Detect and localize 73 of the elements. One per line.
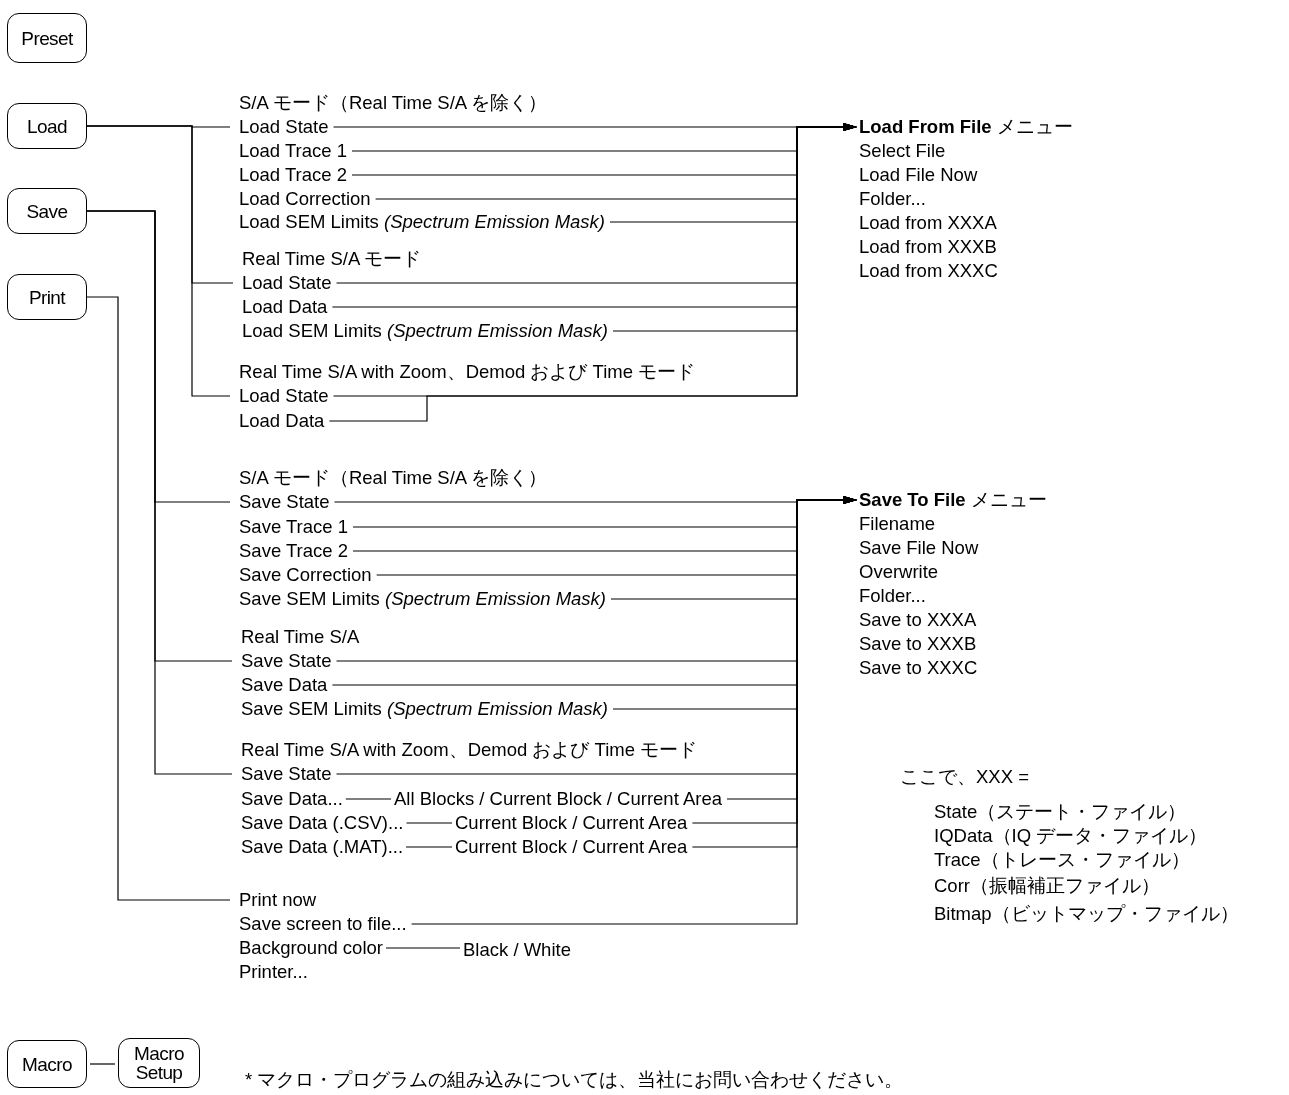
key-button: Macro Setup: [118, 1038, 200, 1088]
text-label: S/A モード（Real Time S/A を除く）: [239, 92, 548, 114]
menu-item: Load Correction: [239, 188, 371, 210]
text-label: Real Time S/A: [241, 626, 360, 648]
connector: [405, 822, 453, 824]
key-button: Save: [7, 188, 87, 234]
menu-item: Load State: [242, 272, 332, 294]
menu-item: Save Data: [241, 674, 328, 696]
menu-item: Save State: [239, 491, 330, 513]
menu-item: Black / White: [463, 939, 571, 961]
menu-item: Load Trace 1: [239, 140, 347, 162]
key-button: Print: [7, 274, 87, 320]
menu-item: Save to XXXB: [859, 632, 978, 656]
text-label: Bitmap（ビットマップ・ファイル）: [934, 903, 1239, 925]
menu-item: Select File: [859, 139, 947, 163]
menu-item: Save Trace 1: [239, 516, 348, 538]
menu-item: Save SEM Limits (Spectrum Emission Mask): [239, 588, 606, 610]
footnote: * マクロ・プログラムの組み込みについては、当社にお問い合わせください。: [245, 1069, 904, 1091]
menu-item: Load SEM Limits (Spectrum Emission Mask): [239, 211, 605, 233]
connector: [86, 125, 231, 397]
menu-item: Load from XXXA: [859, 211, 998, 235]
text-label: State（ステート・ファイル）: [934, 801, 1187, 823]
menu-item: Save Data (.CSV)...: [241, 812, 404, 834]
menu-item: Save Trace 2: [239, 540, 348, 562]
menu-item: Load Data: [239, 410, 325, 432]
menu-item: Save Correction: [239, 564, 372, 586]
menu-item: Load Data: [242, 296, 328, 318]
connector: [405, 846, 453, 848]
menu-item: Current Block / Current Area: [455, 812, 688, 834]
menu-item: Load SEM Limits (Spectrum Emission Mask): [242, 320, 608, 342]
menu-item: Load File Now: [859, 163, 979, 187]
connector: [345, 798, 392, 800]
menu-item: Folder...: [859, 187, 927, 211]
menu-item: Save to XXXC: [859, 656, 979, 680]
menu-item: Save File Now: [859, 536, 980, 560]
menu-item: Save State: [241, 650, 332, 672]
menu-item: Load State: [239, 385, 329, 407]
arrow: [411, 496, 857, 925]
text-label: ここで、XXX =: [900, 766, 1029, 788]
connector: [385, 947, 461, 949]
menu-item: Load State: [239, 116, 329, 138]
menu-item: Load from XXXC: [859, 259, 999, 283]
connector: [89, 1063, 116, 1065]
menu-item: Current Block / Current Area: [455, 836, 688, 858]
menu-item: Overwrite: [859, 560, 940, 584]
menu-item: Load from XXXB: [859, 235, 998, 259]
text-label: Real Time S/A with Zoom、Demod および Time モード: [241, 739, 698, 761]
text-label: IQData（IQ データ・ファイル）: [934, 825, 1208, 847]
text-label: Real Time S/A モード: [242, 248, 422, 270]
menu-item: Load Trace 2: [239, 164, 347, 186]
menu-heading: Load From File メニュー: [859, 115, 1073, 139]
menu-item: Save Data...: [241, 788, 343, 810]
menu-item: All Blocks / Current Block / Current Area: [394, 788, 722, 810]
menu-item: Folder...: [859, 584, 927, 608]
text-label: Real Time S/A with Zoom、Demod および Time モード: [239, 361, 696, 383]
text-label: Corr（振幅補正ファイル）: [934, 875, 1160, 897]
key-button: Preset: [7, 13, 87, 63]
text-label: Printer...: [239, 961, 308, 983]
connector: [86, 296, 231, 901]
connector: [86, 210, 233, 775]
menu-item: Save SEM Limits (Spectrum Emission Mask): [241, 698, 608, 720]
menu-item: Print now: [239, 889, 317, 911]
menu-item: Background color: [239, 937, 383, 959]
key-button: Macro: [7, 1040, 87, 1088]
menu-item: Save to XXXA: [859, 608, 978, 632]
key-button: Load: [7, 103, 87, 149]
menu-item: Save screen to file...: [239, 913, 407, 935]
menu-item: Save State: [241, 763, 332, 785]
menu-item: Save Data (.MAT)...: [241, 836, 404, 858]
text-label: Trace（トレース・ファイル）: [934, 849, 1190, 871]
menu-heading: Save To File メニュー: [859, 488, 1047, 512]
menu-item: Filename: [859, 512, 937, 536]
text-label: S/A モード（Real Time S/A を除く）: [239, 467, 548, 489]
